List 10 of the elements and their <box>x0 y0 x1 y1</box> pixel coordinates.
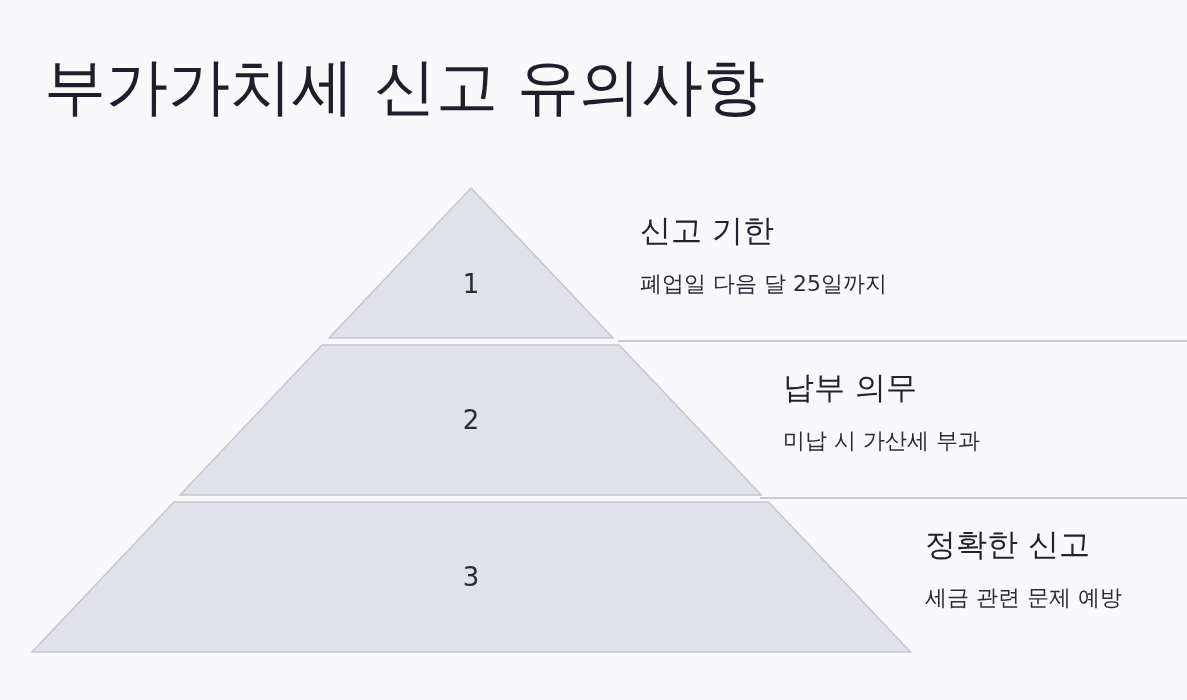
tier-description: 미납 시 가산세 부과 <box>783 428 980 455</box>
tier-heading: 신고 기한 <box>640 212 775 250</box>
tier-description: 세금 관련 문제 예방 <box>925 585 1122 612</box>
tier-description: 폐업일 다음 달 25일까지 <box>640 271 887 298</box>
tier-number: 1 <box>462 269 480 299</box>
tier-heading: 정확한 신고 <box>925 526 1091 564</box>
title: 부가가치세 신고 유의사항 <box>44 50 766 125</box>
tier-heading: 납부 의무 <box>783 369 918 407</box>
tier-number: 2 <box>462 405 480 435</box>
tier-number: 3 <box>462 562 480 592</box>
